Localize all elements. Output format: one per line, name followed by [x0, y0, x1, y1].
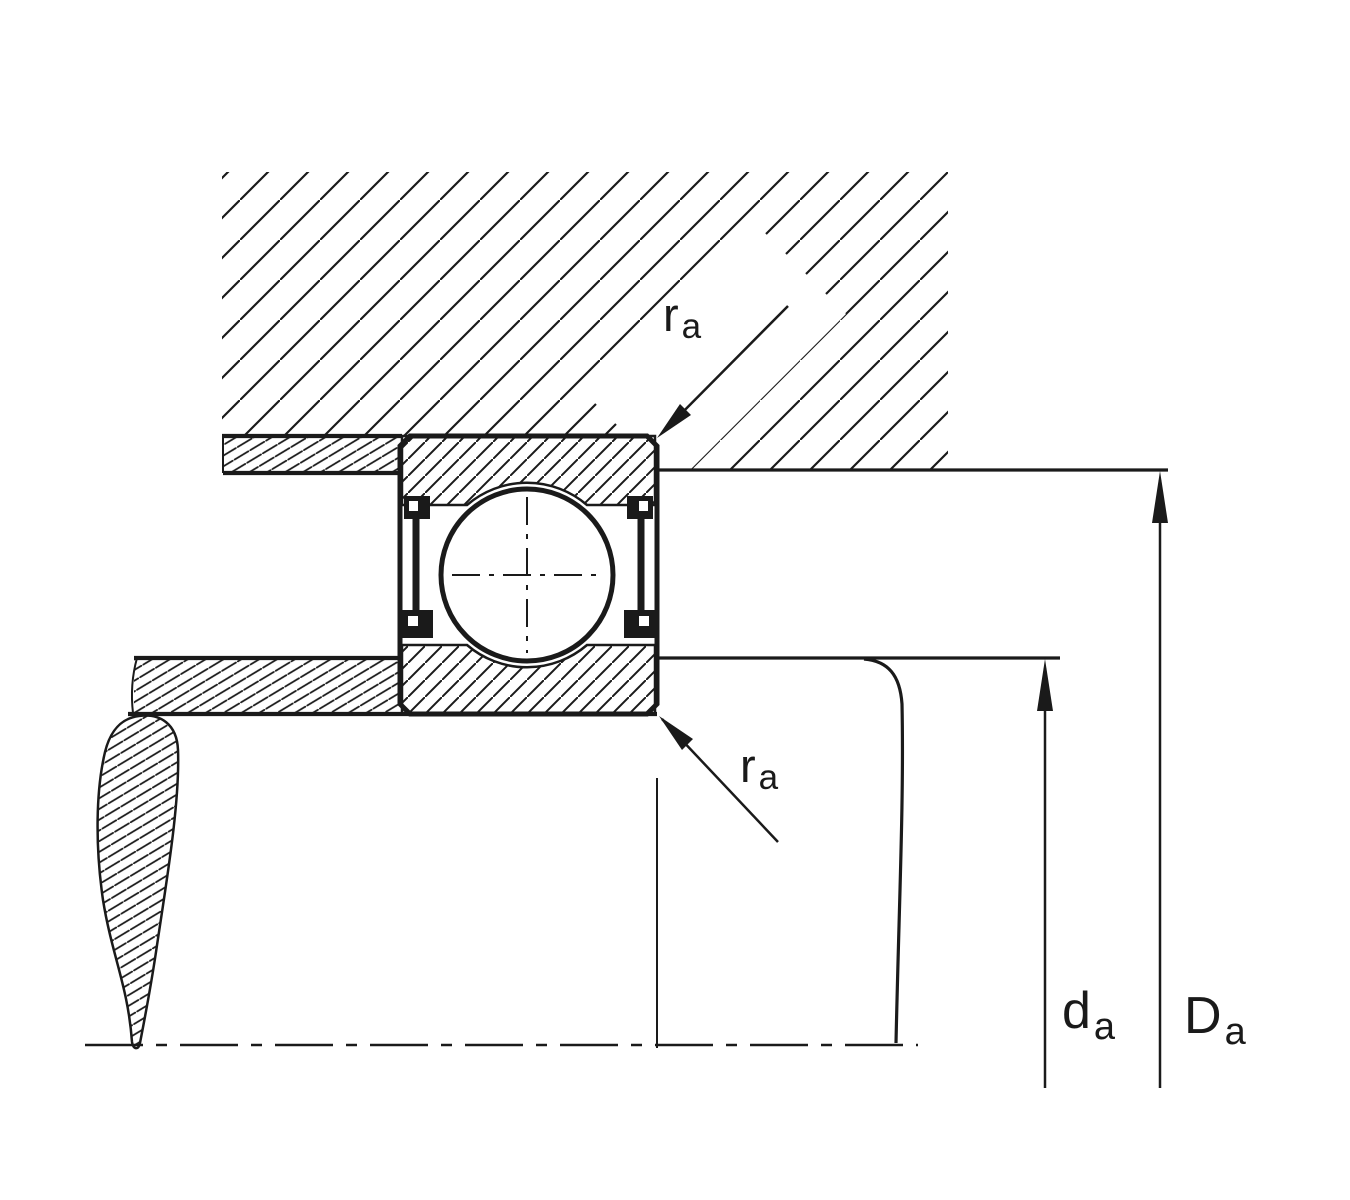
seal-right — [624, 496, 655, 638]
ra-bottom-arrowhead — [659, 716, 693, 750]
shaft-break-section — [96, 714, 180, 1050]
label-ra-bottom: r a — [740, 742, 778, 795]
dimension-ra-top — [657, 305, 789, 438]
ra-top-arrowhead — [657, 404, 691, 438]
shaft-strip-end-curve — [131, 657, 138, 714]
shaft-shoulder-contour-right — [863, 657, 905, 1044]
label-ra-top: r a — [663, 291, 701, 344]
outer-ring — [400, 434, 657, 507]
da-arrowhead — [1037, 659, 1053, 711]
label-Da: D a — [1184, 990, 1246, 1051]
housing-section — [222, 172, 1168, 476]
bearing-outline — [397, 433, 660, 717]
label-ra-bottom-sub: a — [758, 758, 779, 797]
inner-ring — [400, 643, 657, 716]
bearing-cross-section — [397, 433, 660, 717]
hatch-gap-ra-leader — [577, 215, 846, 470]
seal-left — [402, 496, 433, 638]
label-Da-sub: a — [1224, 1011, 1246, 1053]
label-da-sub: a — [1093, 1006, 1116, 1048]
dimension-da — [658, 656, 1060, 1088]
label-ra-bottom-base: r — [740, 739, 756, 792]
label-Da-base: D — [1184, 987, 1222, 1045]
label-da: d a — [1062, 985, 1115, 1046]
label-da-base: d — [1062, 982, 1091, 1040]
dimension-Da — [1152, 471, 1168, 1088]
shaft-shoulder-strip — [134, 658, 400, 713]
label-ra-top-sub: a — [681, 307, 702, 346]
shaft-section — [96, 655, 905, 1050]
label-ra-top-base: r — [663, 288, 679, 341]
Da-arrowhead — [1152, 471, 1168, 523]
housing-shoulder-strip — [223, 437, 401, 473]
dimension-ra-bottom — [659, 716, 779, 843]
housing-hatch — [222, 172, 948, 470]
centerline-group — [85, 778, 918, 1048]
